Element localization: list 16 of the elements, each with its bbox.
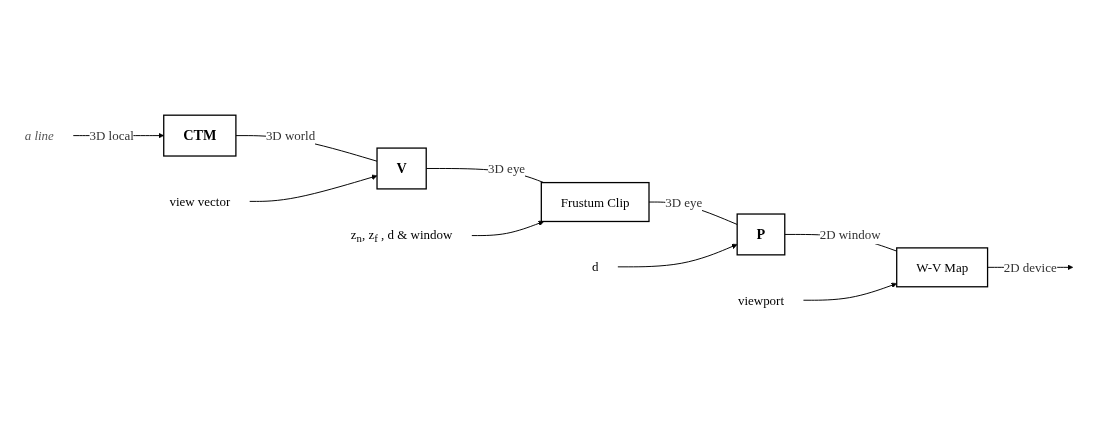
node-box: P (736, 213, 786, 256)
edge-label: 3D eye (488, 161, 526, 176)
edge-label: 3D eye (665, 194, 703, 210)
node-text: z$_{n}$, z$_{f}$ , d & window (350, 227, 453, 245)
edge-label: 2D window (819, 227, 881, 242)
edge-label: 2D device (1003, 260, 1057, 275)
node-box: V (376, 147, 427, 190)
node-box: Frustum Clip (540, 182, 650, 223)
node-text: a line (24, 128, 54, 143)
edge-label: 3D world (265, 128, 316, 143)
node-text: d (591, 259, 599, 275)
node-box: W-V Map (896, 247, 989, 288)
edge-label: 3D local (89, 128, 134, 143)
node-box: CTM (163, 114, 237, 157)
node-text: view vector (169, 194, 231, 209)
node-text: viewport (737, 293, 785, 308)
